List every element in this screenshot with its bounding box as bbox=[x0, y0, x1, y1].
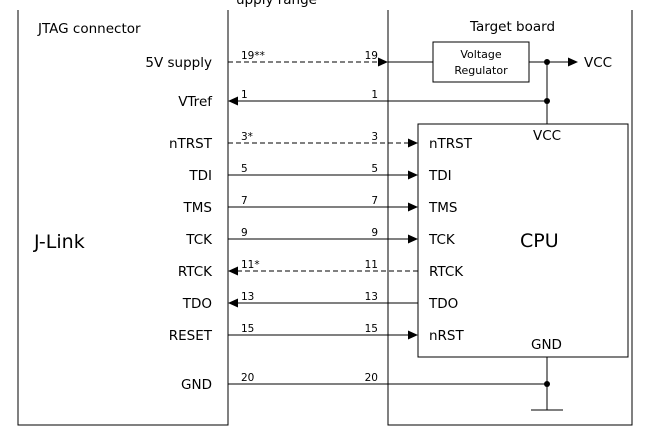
arrow-right-icon bbox=[408, 170, 418, 180]
cpu-box bbox=[417, 123, 629, 358]
pin-number-right-rtck: 11 bbox=[365, 259, 378, 271]
pin-number-right-ntrst: 3 bbox=[371, 131, 378, 143]
top-text-fragment: upply range bbox=[236, 0, 317, 8]
arrow-right-icon bbox=[408, 234, 418, 244]
pin-number-left-tms: 7 bbox=[241, 195, 248, 207]
cpu-pin-label-rtck: RTCK bbox=[429, 264, 464, 280]
signal-label-reset: RESET bbox=[169, 328, 213, 344]
pin-number-left-rtck: 11* bbox=[241, 259, 260, 271]
signal-label-tdo: TDO bbox=[182, 296, 212, 312]
pin-number-left-vtref: 1 bbox=[241, 89, 248, 101]
signal-label-5v-supply: 5V supply bbox=[145, 55, 212, 71]
regulator-label-line2: Regulator bbox=[454, 64, 508, 77]
pin-number-left-ntrst: 3* bbox=[241, 131, 253, 143]
cpu-pin-label-reset: nRST bbox=[429, 328, 465, 344]
cpu-vcc-label: VCC bbox=[533, 128, 561, 144]
jtag-connector-label: JTAG connector bbox=[37, 21, 141, 37]
arrow-right-icon bbox=[408, 138, 418, 148]
jlink-box bbox=[17, 10, 229, 426]
arrow-left-icon bbox=[228, 266, 238, 276]
pin-number-left-reset: 15 bbox=[241, 323, 254, 335]
jlink-label: J-Link bbox=[33, 231, 85, 253]
pin-number-right-reset: 15 bbox=[365, 323, 378, 335]
pin-number-left-gnd: 20 bbox=[241, 372, 254, 384]
arrow-right-icon bbox=[378, 57, 388, 67]
pin-number-left-tdi: 5 bbox=[241, 163, 248, 175]
vcc-arrow-icon bbox=[568, 57, 578, 67]
signal-label-ntrst: nTRST bbox=[169, 136, 213, 152]
cpu-pin-label-tdo: TDO bbox=[428, 296, 458, 312]
cpu-pin-label-tck: TCK bbox=[428, 232, 456, 248]
pin-number-left-tck: 9 bbox=[241, 227, 248, 239]
signal-label-gnd: GND bbox=[181, 377, 212, 393]
arrow-right-icon bbox=[408, 202, 418, 212]
target-board-box bbox=[387, 10, 633, 426]
cpu-pin-label-tms: TMS bbox=[428, 200, 457, 216]
pin-number-right-5v-supply: 19 bbox=[365, 50, 378, 62]
pin-number-right-tdo: 13 bbox=[365, 291, 378, 303]
cpu-gnd-label: GND bbox=[531, 337, 562, 353]
vcc-output-label: VCC bbox=[584, 55, 612, 71]
signal-label-tdi: TDI bbox=[188, 168, 212, 184]
signal-label-rtck: RTCK bbox=[178, 264, 213, 280]
pin-number-right-gnd: 20 bbox=[365, 372, 378, 384]
pin-number-right-vtref: 1 bbox=[371, 89, 378, 101]
signal-label-vtref: VTref bbox=[178, 94, 213, 110]
arrow-left-icon bbox=[228, 96, 238, 106]
cpu-label: CPU bbox=[520, 230, 559, 252]
pin-number-right-tdi: 5 bbox=[371, 163, 378, 175]
pin-number-left-5v-supply: 19** bbox=[241, 50, 265, 62]
cpu-pin-label-tdi: TDI bbox=[428, 168, 452, 184]
signal-label-tck: TCK bbox=[185, 232, 213, 248]
target-board-label: Target board bbox=[469, 19, 555, 35]
signal-label-tms: TMS bbox=[183, 200, 212, 216]
cpu-pin-label-ntrst: nTRST bbox=[429, 136, 473, 152]
pin-number-right-tck: 9 bbox=[371, 227, 378, 239]
pin-number-left-tdo: 13 bbox=[241, 291, 254, 303]
regulator-label-line1: Voltage bbox=[460, 48, 501, 61]
arrow-left-icon bbox=[228, 298, 238, 308]
arrow-right-icon bbox=[408, 330, 418, 340]
pin-number-right-tms: 7 bbox=[371, 195, 378, 207]
